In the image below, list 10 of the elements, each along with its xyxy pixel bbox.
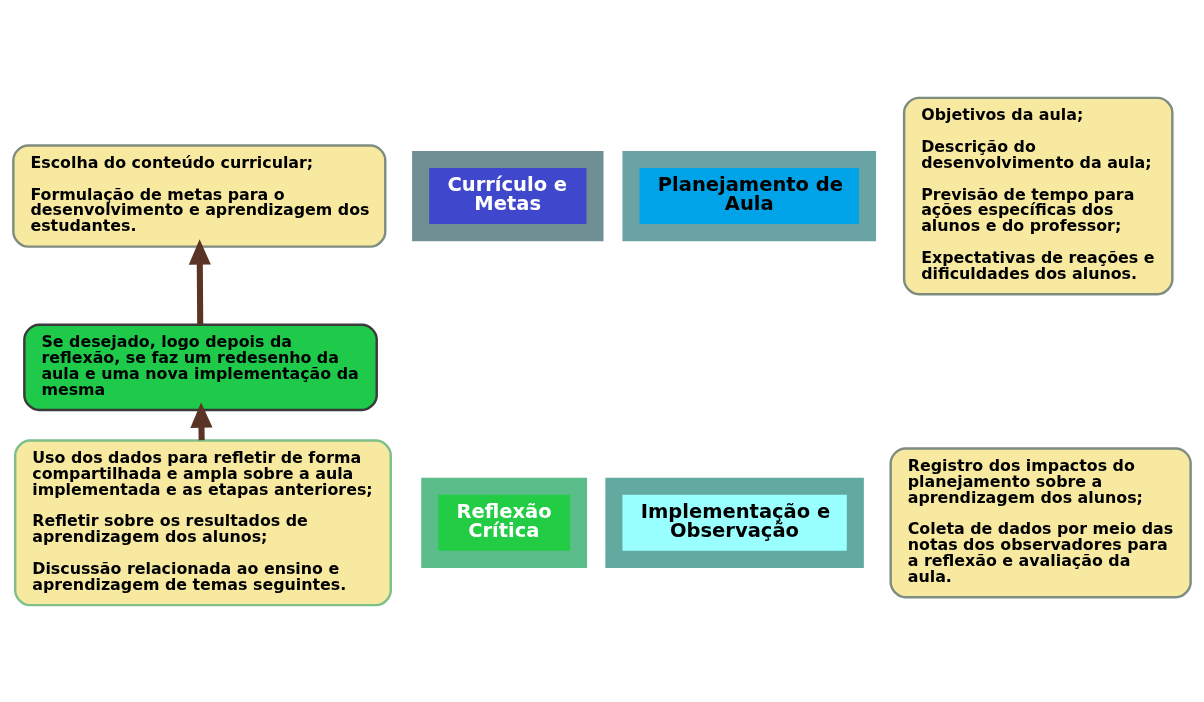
node-box: Se desejado, logo depois da reflexão, se faz um redesenho da aula e uma nova implementação da mesma: [23, 322, 378, 411]
node-box: Escolha do conteúdo curricular; Formulação de metas para o desenvolvimento e aprendizagem dos estudantes.: [12, 143, 387, 248]
node-box: Objetivos da aula; Descrição do desenvolvimento da aula; Previsão de tempo para ações específicas dos alunos e do professor; Expectativas de reações e dificuldades dos alunos.: [902, 96, 1174, 295]
node-box: Planejamento de Aula: [622, 150, 877, 241]
node-box: Implementação e Observação: [605, 477, 864, 568]
node-box: Registro dos impactos do planejamento sobre a aprendizagem dos alunos; Coleta de dados por meio das notas dos observadores para a reflexão e avaliação da aula.: [889, 446, 1192, 598]
arrow: [188, 238, 211, 324]
node-box: Reflexão Crítica: [421, 477, 588, 568]
node-box: Uso dos dados para refletir de forma compartilhada e ampla sobre a aula implementada e as etapas anteriores; Refletir sobre os resultados de aprendizagem dos alunos; Discussão relacionada ao ensino e aprendizagem de temas seguintes.: [13, 438, 392, 606]
node-box: Currículo e Metas: [412, 150, 604, 241]
